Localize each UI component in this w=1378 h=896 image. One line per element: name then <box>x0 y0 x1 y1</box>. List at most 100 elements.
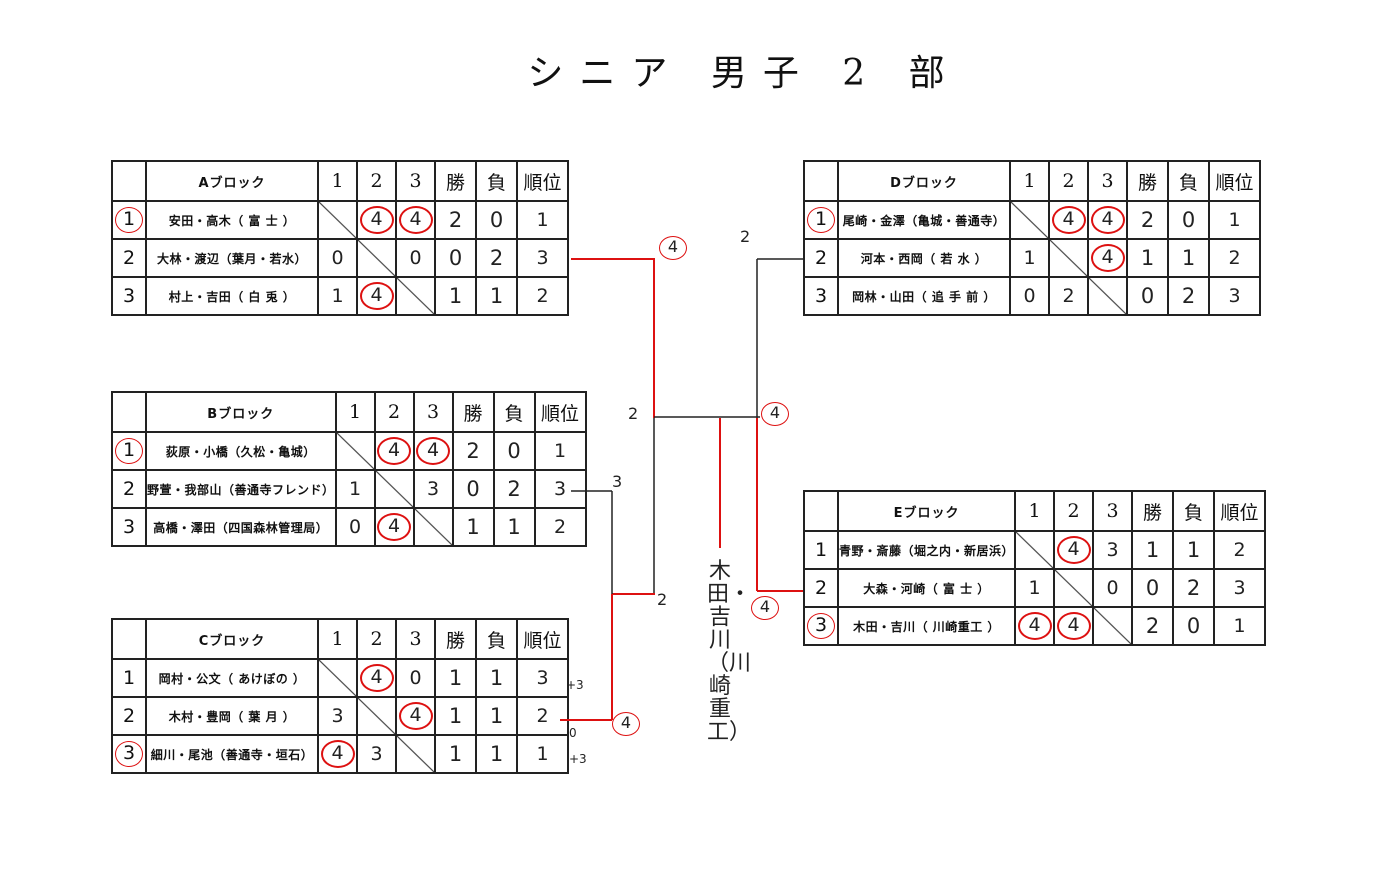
wins-cell: 2 <box>1131 606 1175 646</box>
circled-score: 4 <box>359 282 394 310</box>
score-cell: 4 <box>412 431 454 471</box>
losses-cell: 2 <box>475 238 518 278</box>
circled-score: 4 <box>398 206 433 234</box>
rank-number: 2 <box>803 568 839 608</box>
score-cell: 3 <box>1092 530 1134 570</box>
wins-cell: 2 <box>451 431 495 471</box>
score-cell: 4 <box>317 734 358 774</box>
circled-score: 4 <box>1017 612 1052 640</box>
position-cell: 2 <box>533 507 587 547</box>
wins-cell: 1 <box>434 734 477 774</box>
score-cell <box>412 507 454 547</box>
wins-cell: 1 <box>434 658 477 698</box>
score-cell: 4 <box>1087 200 1128 240</box>
wins-cell: 0 <box>1126 276 1169 316</box>
position-cell: 3 <box>516 658 569 698</box>
score-cell: 0 <box>334 507 376 547</box>
rank-number: 1 <box>111 200 147 240</box>
circled-score: 4 <box>1090 244 1125 272</box>
score-cell: 4 <box>373 507 415 547</box>
rank-number: 1 <box>111 431 147 471</box>
team-name: 村上・吉田（ 白 兎 ） <box>145 276 319 316</box>
score-cell: 3 <box>317 696 358 736</box>
wins-cell: 2 <box>1126 200 1169 240</box>
team-name: 大林・渡辺（葉月・若水） <box>145 238 319 278</box>
score-cell <box>395 276 436 316</box>
score-cell <box>1092 606 1134 646</box>
losses-cell: 2 <box>1172 568 1216 608</box>
block-name: Bブロック <box>145 391 337 433</box>
team-name: 岡林・山田（ 追 手 前 ） <box>837 276 1011 316</box>
score-a-final: 4 <box>659 236 687 260</box>
team-name: 野萱・我部山（善通寺フレンド） <box>145 469 337 509</box>
circled-score: 4 <box>359 664 394 692</box>
position-cell: 1 <box>516 734 569 774</box>
score-cell: 4 <box>356 200 397 240</box>
score-cell <box>317 200 358 240</box>
circled-score: 4 <box>359 206 394 234</box>
team-name: 河本・西岡（ 若 水 ） <box>837 238 1011 278</box>
circled-score: 4 <box>320 740 355 768</box>
circled-score: 4 <box>1090 206 1125 234</box>
team-name: 尾崎・金澤（亀城・善通寺） <box>837 200 1011 240</box>
position-cell: 1 <box>1213 606 1267 646</box>
circled-score: 1 <box>115 438 143 464</box>
champion-name: 木田・吉川（川崎重工） <box>707 560 751 744</box>
score-cell: 4 <box>1048 200 1089 240</box>
wins-cell: 0 <box>1131 568 1175 608</box>
wins-cell: 1 <box>1126 238 1169 278</box>
circled-score: 4 <box>416 437 451 465</box>
score-cell: 4 <box>1014 606 1056 646</box>
wins-cell: 1 <box>434 696 477 736</box>
team-name: 木村・豊岡（ 葉 月 ） <box>145 696 319 736</box>
score-cell: 0 <box>1092 568 1134 608</box>
losses-cell: 1 <box>475 276 518 316</box>
score-cell: 4 <box>356 276 397 316</box>
score-c-final: 4 <box>612 712 640 736</box>
score-cell: 2 <box>1048 276 1089 316</box>
score-bc-c: 2 <box>657 590 668 609</box>
score-cell <box>395 734 436 774</box>
wins-cell: 1 <box>451 507 495 547</box>
rank-number: 3 <box>111 507 147 547</box>
losses-cell: 2 <box>1167 276 1210 316</box>
score-cell <box>356 238 397 278</box>
losses-cell: 0 <box>475 200 518 240</box>
circled-score: 4 <box>398 702 433 730</box>
circled-score: 4 <box>1056 536 1091 564</box>
score-cell: 1 <box>317 276 358 316</box>
losses-cell: 0 <box>1172 606 1216 646</box>
team-name: 大森・河崎（ 富 士 ） <box>836 568 1017 608</box>
team-name: 青野・斎藤（堀之内・新居浜） <box>836 530 1017 570</box>
wins-cell: 1 <box>1131 530 1175 570</box>
position-cell: 3 <box>1208 276 1261 316</box>
rank-number: 3 <box>803 276 839 316</box>
circled-score: 4 <box>1051 206 1086 234</box>
score-cell: 4 <box>356 658 397 698</box>
position-cell: 3 <box>516 238 569 278</box>
score-d-final: 4 <box>761 402 789 426</box>
circled-score: 3 <box>807 613 835 639</box>
rank-number: 3 <box>803 606 839 646</box>
rank-number: 1 <box>803 200 839 240</box>
score-e-final: 4 <box>751 596 779 620</box>
team-name: 岡村・公文（ あけぼの ） <box>145 658 319 698</box>
losses-cell: 0 <box>492 431 536 471</box>
losses-cell: 1 <box>1172 530 1216 570</box>
block-name: Eブロック <box>836 490 1017 532</box>
wins-cell: 0 <box>451 469 495 509</box>
